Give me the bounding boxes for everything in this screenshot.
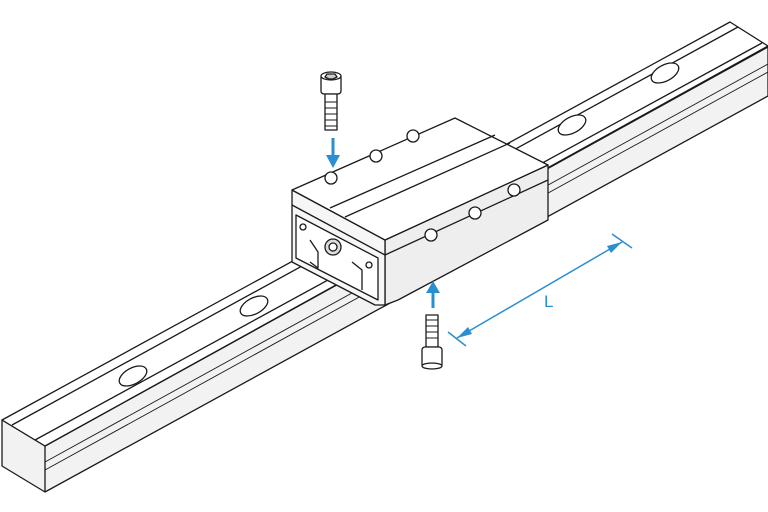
rail-mounting-hole bbox=[650, 62, 680, 84]
block-tap-hole bbox=[507, 183, 521, 197]
rail-mounting-hole bbox=[239, 295, 269, 317]
block-tap-hole bbox=[406, 129, 420, 143]
dimension-label: L bbox=[544, 292, 554, 311]
rail-mounting-hole bbox=[557, 114, 587, 136]
block-tap-hole bbox=[369, 149, 383, 163]
block-tap-hole bbox=[324, 171, 338, 185]
block-top-face bbox=[291, 117, 549, 241]
seal-screw bbox=[299, 223, 307, 231]
arrow-up-head bbox=[426, 281, 440, 293]
install-arrows bbox=[326, 138, 440, 308]
seal-screw bbox=[365, 261, 373, 269]
mounting-screw-bottom bbox=[421, 314, 443, 370]
dimension-l bbox=[447, 233, 633, 347]
rail-mounting-hole bbox=[118, 365, 148, 387]
end-seal bbox=[295, 214, 379, 301]
carriage-block bbox=[291, 117, 549, 306]
block-tap-hole bbox=[468, 206, 482, 220]
block-tap-hole bbox=[424, 228, 438, 242]
mounting-screw-top bbox=[320, 71, 342, 131]
arrow-down-head bbox=[326, 155, 340, 168]
